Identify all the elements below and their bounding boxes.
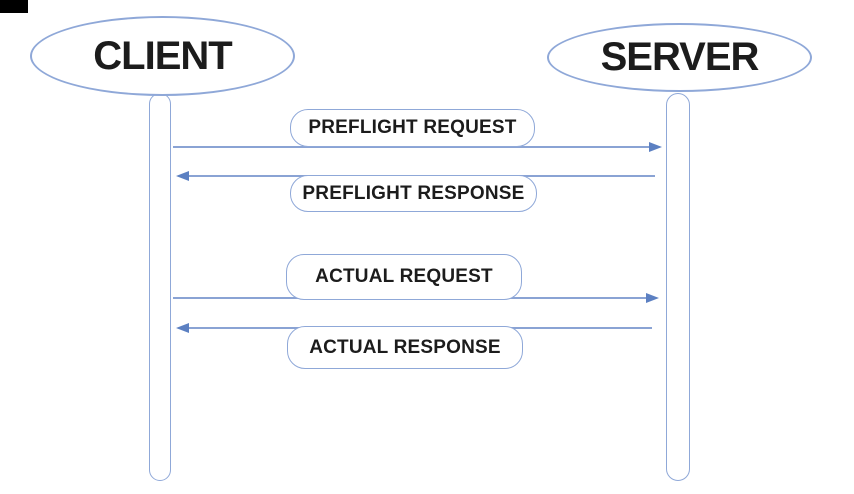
- arrowhead-right-icon: [646, 293, 659, 303]
- client-actor: CLIENT: [30, 16, 295, 96]
- message-label: ACTUAL REQUEST: [315, 266, 493, 287]
- message-box-actual-response: ACTUAL RESPONSE: [287, 326, 523, 369]
- message-box-preflight-request: PREFLIGHT REQUEST: [290, 109, 535, 147]
- client-actor-label: CLIENT: [93, 33, 232, 78]
- message-box-preflight-response: PREFLIGHT RESPONSE: [290, 175, 537, 212]
- server-lifeline: [666, 93, 690, 481]
- message-label: PREFLIGHT RESPONSE: [302, 182, 525, 204]
- server-actor: SERVER: [547, 23, 812, 92]
- message-box-actual-request: ACTUAL REQUEST: [286, 254, 522, 300]
- arrowhead-right-icon: [649, 142, 662, 152]
- message-label: ACTUAL RESPONSE: [309, 336, 501, 358]
- arrowhead-left-icon: [176, 323, 189, 333]
- server-actor-label: SERVER: [600, 35, 760, 79]
- arrowhead-left-icon: [176, 171, 189, 181]
- screen-artifact: [0, 0, 28, 13]
- client-lifeline: [149, 93, 171, 481]
- message-label: PREFLIGHT REQUEST: [308, 117, 517, 138]
